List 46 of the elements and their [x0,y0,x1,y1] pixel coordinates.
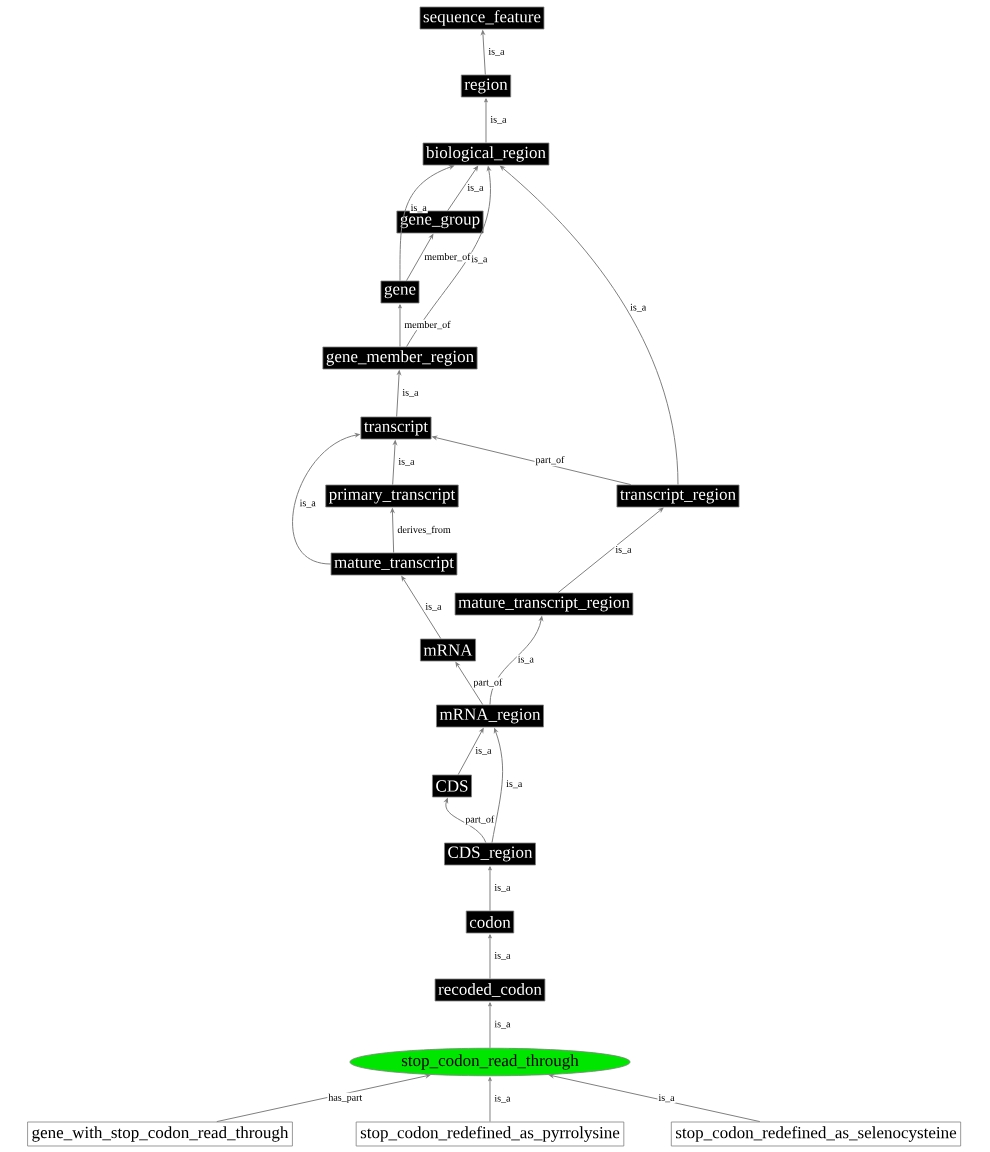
arrow [406,166,491,348]
term-box: mature_transcript [330,552,458,576]
arrow [457,728,484,776]
term-box: biological_region [422,142,550,166]
term-box: region [460,74,512,98]
arrow [489,616,544,706]
arrow [488,866,492,912]
arrow [447,166,479,212]
term-box: transcript [360,416,432,440]
arrow [392,440,397,486]
term-box: codon [465,910,515,934]
arrow [444,798,487,844]
arrow [401,576,442,640]
term-box: transcript_region [616,484,740,508]
term-box: mature_transcript_region [454,592,634,616]
arrow [390,508,395,554]
arrow [488,1002,492,1049]
arrow [484,98,488,144]
term-box: mRNA [420,638,476,662]
term-box: gene_group [396,210,484,234]
term-box: stop_codon_redefined_as_pyrrolysine [355,1121,625,1147]
term-box: gene_member_region [322,346,478,370]
arrow [216,1074,431,1123]
term-box: primary_transcript [325,484,459,508]
term-box: gene_with_stop_codon_read_through [27,1121,293,1147]
arrow [292,433,360,565]
term-box: stop_codon_redefined_as_selenocysteine [670,1121,962,1147]
arrow [500,165,679,486]
arrow [488,1076,492,1123]
arrow [396,370,401,418]
arrow [432,435,632,486]
term-box: CDS [432,774,472,798]
arrow [488,934,492,980]
arrow [406,234,434,282]
arrow [399,165,454,282]
arrow [491,728,504,844]
term-box: mRNA_region [436,704,544,728]
arrow [455,662,484,706]
arrow [481,30,486,76]
term-box: CDS_region [444,842,536,866]
term-box: recoded_codon [434,978,546,1002]
arrow [398,304,402,348]
arrow [557,507,664,594]
term-box: sequence_feature [419,6,545,30]
arrow [549,1074,761,1123]
term-box: gene [380,280,420,304]
